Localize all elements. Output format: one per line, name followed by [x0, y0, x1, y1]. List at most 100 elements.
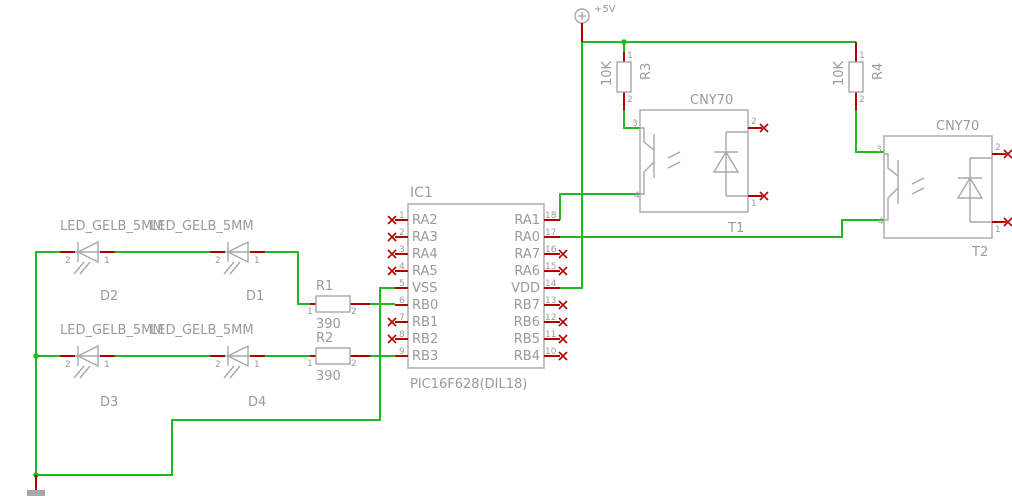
- r1-pin1: 1: [307, 307, 313, 317]
- wire-t1-emitter: [559, 193, 640, 220]
- ic-pin-number: 12: [545, 313, 556, 323]
- opto-pin4: 4: [878, 217, 884, 227]
- led-name: D2: [100, 289, 118, 304]
- ic-pin-number: 16: [545, 245, 557, 255]
- r3-value: 10K: [600, 60, 615, 86]
- ic-pin-label: RA6: [514, 264, 540, 279]
- wire-vdd-rail: [560, 41, 856, 289]
- no-connect-mark: [1003, 149, 1012, 159]
- r4-name: R4: [871, 63, 886, 80]
- ic-pin-rb1: RB1 7: [387, 313, 438, 330]
- resistor-r2: R2 390 1 2: [307, 331, 370, 384]
- ic-pin-label: RB6: [514, 315, 540, 330]
- ic-pin-label: RA2: [412, 213, 438, 228]
- no-connect-mark: [558, 266, 568, 276]
- resistor-r1: R1 390 1 2: [307, 279, 370, 332]
- ic-pin-label: RA0: [514, 230, 540, 245]
- opto-pin3: 3: [632, 119, 638, 129]
- no-connect-mark: [1003, 217, 1012, 227]
- r1-value: 390: [316, 317, 341, 332]
- opto-name: T1: [727, 221, 744, 236]
- led-pin-left: 2: [65, 360, 71, 370]
- led-value: LED_GELB_5MM: [60, 323, 164, 338]
- ic-pin-label: RA3: [412, 230, 438, 245]
- wire-led-row1-r1: [250, 251, 310, 305]
- ic-pin-vdd: VDD 14: [511, 279, 560, 296]
- r1-name: R1: [316, 279, 333, 294]
- led-name: D1: [246, 289, 264, 304]
- ic-pin-rb5: RB5 11: [514, 330, 568, 347]
- led-d4: LED_GELB_5MM D4 2 1: [150, 323, 266, 410]
- ic-pin-label: RB5: [514, 332, 540, 347]
- ic-pic16f628: IC1 PIC16F628(DIL18) RA21RA32RA43RA54VSS…: [387, 185, 568, 392]
- ic-pin-number: 13: [545, 296, 556, 306]
- ic-pin-label: RA7: [514, 247, 540, 262]
- wire-t2-emitter: [560, 219, 884, 238]
- r1-pin2: 2: [351, 307, 357, 317]
- ic-pin-number: 8: [399, 330, 405, 340]
- ic-pin-label: RA1: [514, 213, 540, 228]
- ic-pin-label: VDD: [511, 281, 540, 296]
- opto-pin2: 2: [995, 143, 1001, 153]
- ic-pin-number: 7: [399, 313, 405, 323]
- led-value: LED_GELB_5MM: [60, 219, 164, 234]
- resistor-r3: 10K R3 1 2: [600, 51, 654, 110]
- ic-pin-label: RB3: [412, 349, 438, 364]
- no-connect-mark: [759, 191, 769, 201]
- ic-pin-ra7: RA7 16: [514, 245, 568, 262]
- wire-gnd-bus: [35, 251, 60, 475]
- opto-name: T2: [971, 245, 988, 260]
- led-pin-left: 2: [215, 256, 221, 266]
- wire-r4-t2: [855, 110, 884, 153]
- ic-pin-rb7: RB7 13: [514, 296, 568, 313]
- r4-pin1: 1: [859, 51, 865, 61]
- junction-r3: [621, 39, 627, 45]
- ic-pin-ra2: RA2 1: [387, 211, 438, 228]
- ic-pin-number: 1: [399, 211, 405, 221]
- junction-gnd-row2: [33, 353, 39, 359]
- ic-pin-label: RB0: [412, 298, 438, 313]
- power-symbol: +5V: [574, 4, 616, 42]
- r2-value: 390: [316, 369, 341, 384]
- r2-pin1: 1: [307, 359, 313, 369]
- ic-pin-number: 6: [399, 296, 405, 306]
- r3-name: R3: [639, 63, 654, 80]
- no-connect-mark: [558, 300, 568, 310]
- ic-pin-label: RB1: [412, 315, 438, 330]
- no-connect-mark: [387, 317, 397, 327]
- opto-pin1: 1: [995, 225, 1001, 235]
- led-pin-right: 1: [254, 256, 260, 266]
- power-label: +5V: [594, 4, 616, 15]
- led-value: LED_GELB_5MM: [150, 219, 254, 234]
- ic-pin-number: 14: [545, 279, 557, 289]
- opto-value: CNY70: [690, 93, 733, 108]
- ic-pin-label: RB2: [412, 332, 438, 347]
- wires: [33, 39, 884, 478]
- led-value: LED_GELB_5MM: [150, 323, 254, 338]
- led-pin-left: 2: [215, 360, 221, 370]
- wire-r3-t1: [623, 110, 640, 129]
- led-pin-right: 1: [254, 360, 260, 370]
- r2-name: R2: [316, 331, 333, 346]
- r3-pin1: 1: [627, 51, 633, 61]
- opto-value: CNY70: [936, 119, 979, 134]
- ic-pin-label: RB7: [514, 298, 540, 313]
- led-name: D4: [248, 395, 266, 410]
- opto-pin1: 1: [751, 199, 757, 209]
- ic-pin-number: 11: [545, 330, 556, 340]
